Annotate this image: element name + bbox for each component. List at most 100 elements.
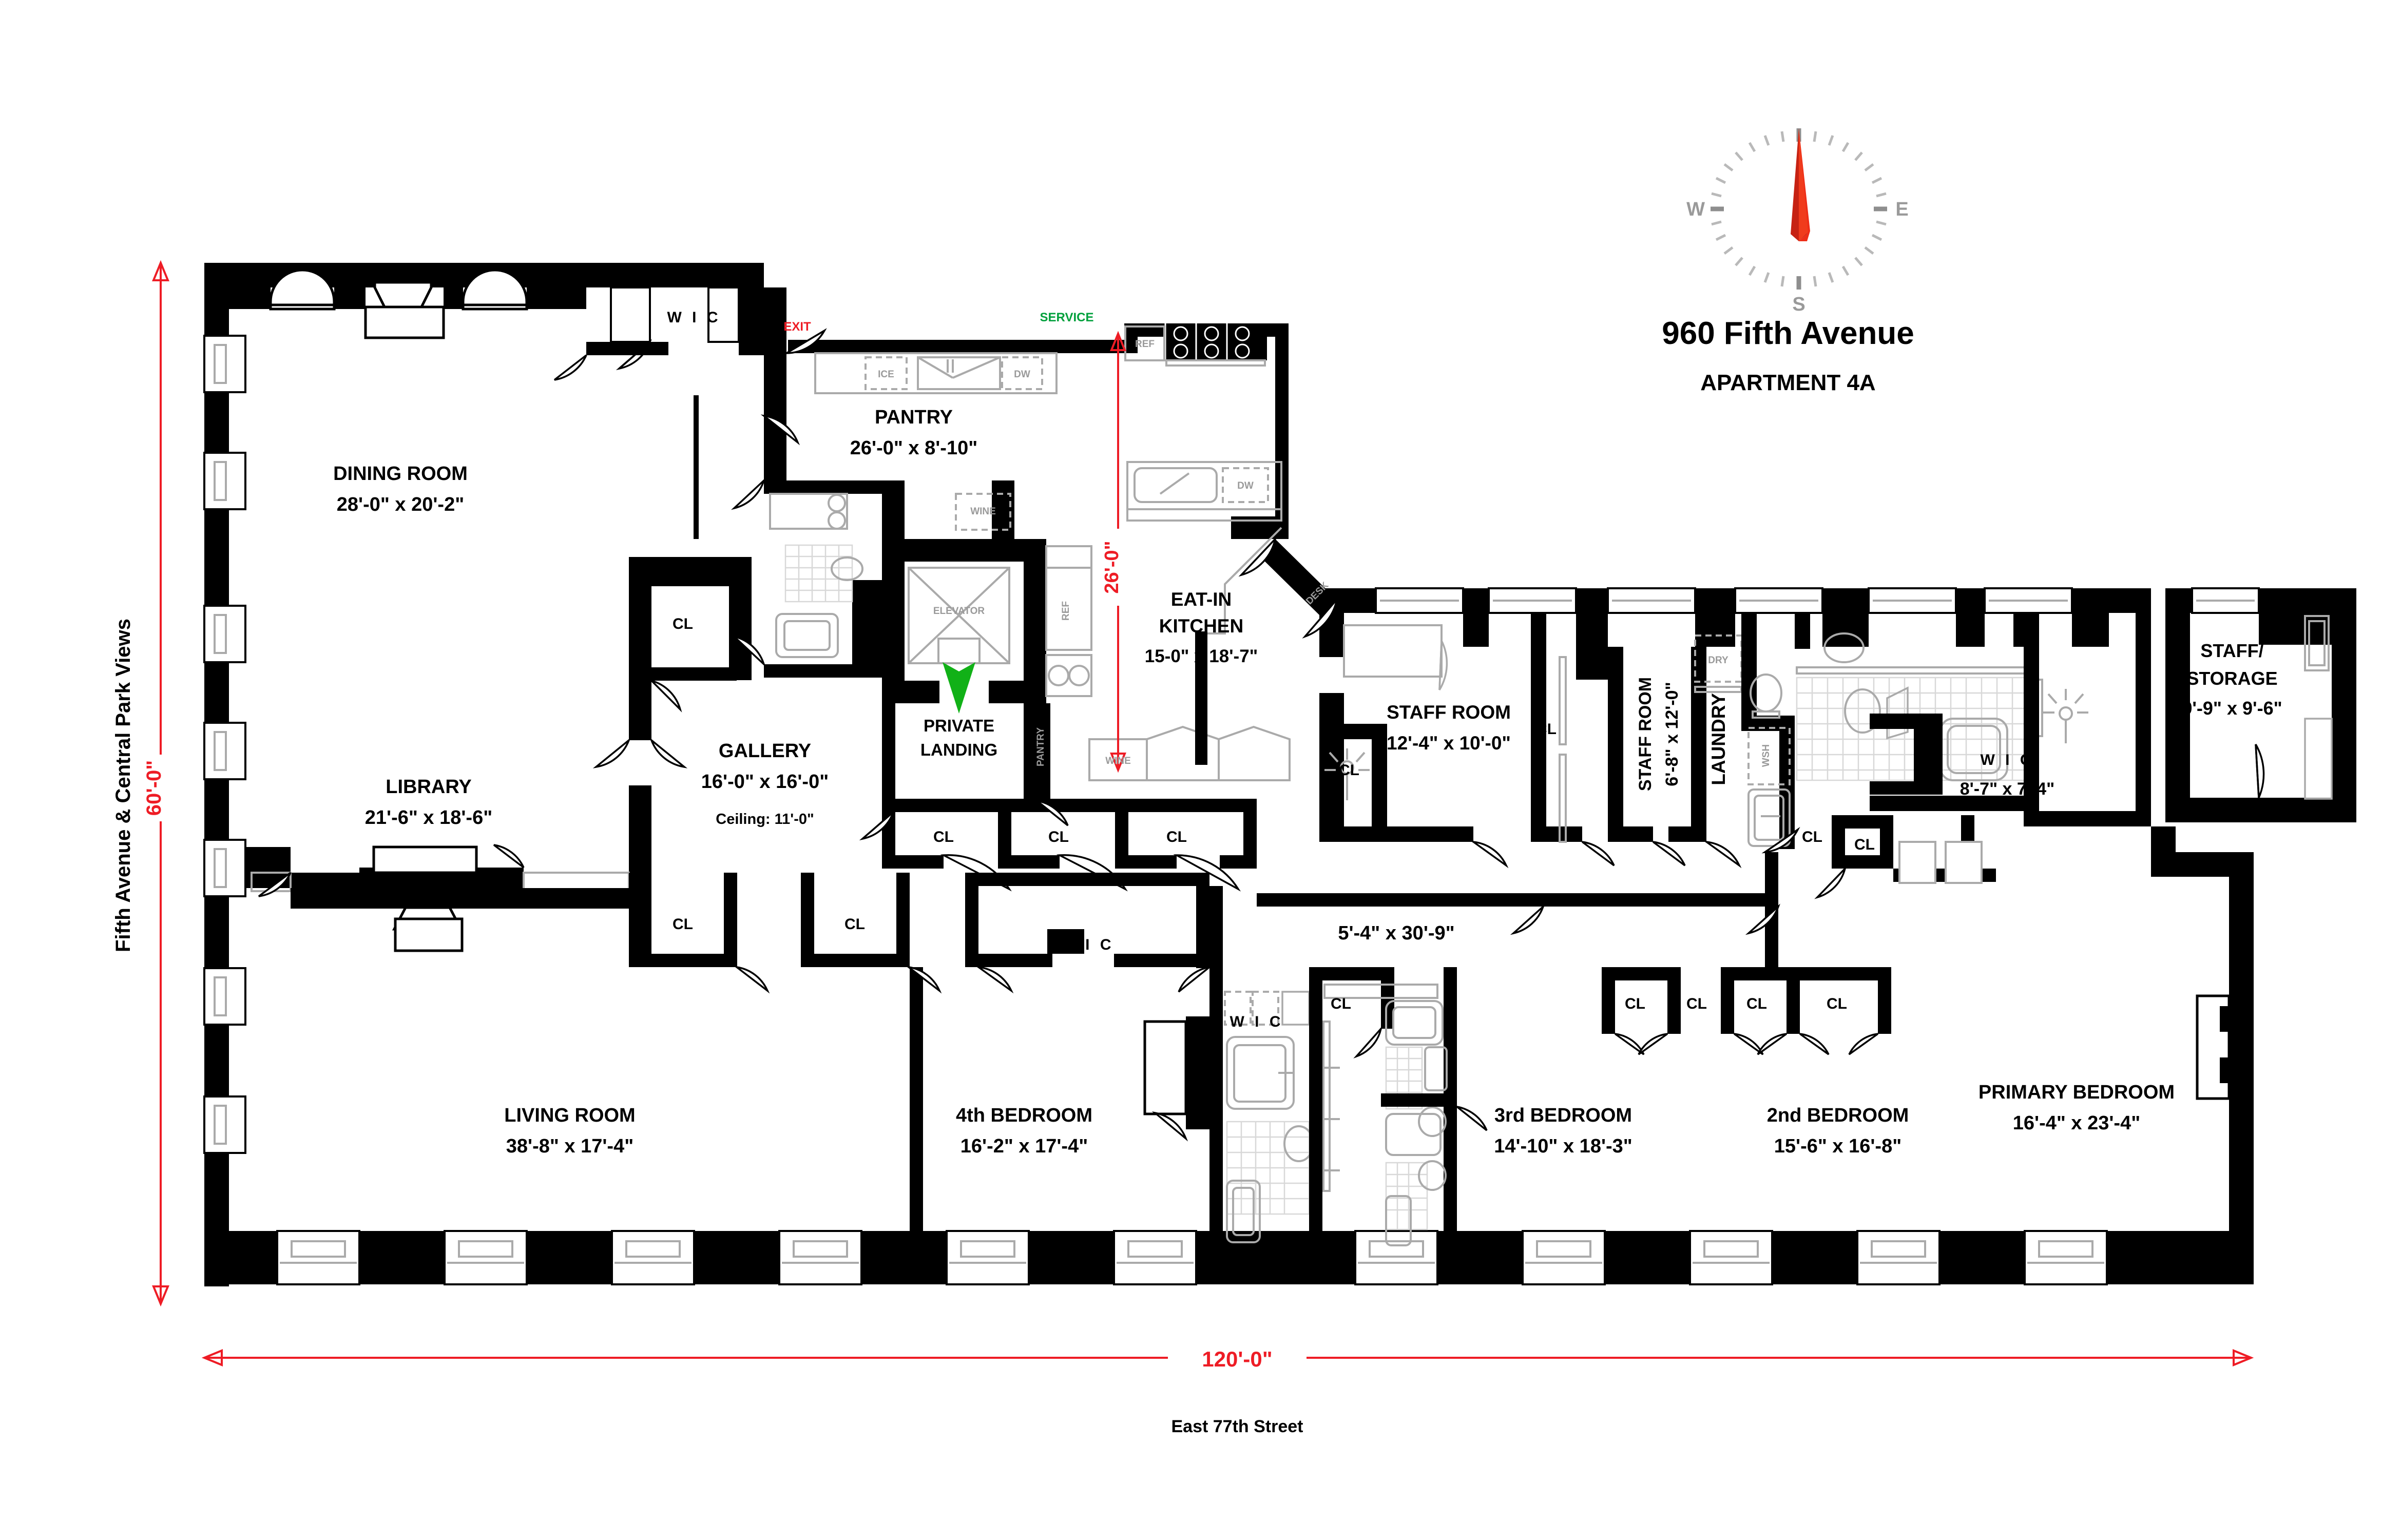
- washer-label: WSH: [1761, 744, 1772, 767]
- closet-label: CL: [673, 615, 693, 632]
- wic-label: W I C: [667, 309, 721, 326]
- room-label-pantry: PANTRY 26'-0" x 8'-10": [850, 407, 977, 459]
- closet-label: CL: [1802, 829, 1822, 845]
- dining-left-windows: [203, 309, 246, 570]
- kitchen-dim-text-bg: [1103, 529, 1134, 606]
- bottom-dim-text-bg: [1168, 1335, 1307, 1378]
- overall-depth-label: 60'-0": [143, 760, 165, 816]
- pantry-service-area: [764, 287, 1337, 781]
- room-label-primary-bedroom: PRIMARY BEDROOM 16'-4" x 23'-4": [1979, 1082, 2175, 1134]
- closet-label: CL: [844, 916, 865, 933]
- kitchen-dim-arrow-top: [1110, 331, 1126, 351]
- room-label-staff-room-2: STAFF ROOM 6'-8" x 12'-0": [1636, 677, 1682, 791]
- interior-walls-west: [229, 395, 752, 965]
- closet-label: CL: [1854, 836, 1875, 853]
- primary-bath-light: [2043, 689, 2088, 743]
- svg-text:16'-4" x 23'-4": 16'-4" x 23'-4": [2013, 1112, 2140, 1134]
- service-tag: SERVICE: [1040, 311, 1094, 324]
- closet-label: CL: [1339, 762, 1359, 779]
- bedroom2-area: [1602, 967, 1891, 1055]
- wic-labels: W I C W I C W I C: [667, 309, 1281, 1030]
- left-dim-text-bg: [145, 755, 176, 821]
- room-label-library: LIBRARY 21'-6" x 18'-6": [365, 776, 492, 829]
- closet-label: CL: [1331, 1234, 1351, 1251]
- svg-text:5'-4" x 30'-9": 5'-4" x 30'-9": [1338, 922, 1454, 944]
- svg-text:3rd BEDROOM: 3rd BEDROOM: [1494, 1105, 1632, 1126]
- staff-wing: [1319, 587, 2151, 884]
- closet-label: CL: [1746, 995, 1767, 1012]
- left-dimension-group: 60'-0" Fifth Avenue & Central Park Views: [112, 260, 176, 1307]
- closet-label: CL: [673, 916, 693, 933]
- closet-label: CL: [1166, 829, 1187, 845]
- bottom-dim-arrow-right: [2233, 1349, 2254, 1366]
- left-dim-arrow-bottom: [152, 1285, 169, 1307]
- svg-text:LANDING: LANDING: [920, 740, 997, 759]
- room-label-primary-wic: W I C 8'-7" x 7'-4": [1960, 752, 2055, 799]
- east-77th-street-label: East 77th Street: [1171, 1417, 1303, 1436]
- svg-text:9'-9" x 9'-6": 9'-9" x 9'-6": [2182, 698, 2282, 719]
- room-label-staff-room-1: STAFF ROOM 12'-4" x 10'-0": [1387, 702, 1511, 754]
- kitchen-range: [1124, 323, 1267, 367]
- primary-bedroom-area: [2151, 826, 2254, 1284]
- compass-south-label: S: [1792, 294, 1805, 315]
- room-labels: DINING ROOM 28'-0" x 20'-2" LIBRARY 21'-…: [333, 407, 2282, 1157]
- room-label-dining-room: DINING ROOM 28'-0" x 20'-2": [333, 463, 468, 515]
- closet-label: CL: [1625, 995, 1645, 1012]
- corridor-south-wall: [1257, 852, 1778, 974]
- south-facade-windows: [229, 1230, 2254, 1285]
- svg-text:8'-7" x 7'-4": 8'-7" x 7'-4": [1960, 779, 2055, 799]
- elevator-label: ELEVATOR: [933, 606, 985, 617]
- compass-rose: W E S: [1686, 128, 1909, 315]
- wine-label: WINE: [970, 506, 996, 517]
- bedroom3-area: [1309, 967, 1457, 1246]
- pantry-closet-label: PANTRY: [1035, 727, 1046, 766]
- building-title: 960 Fifth Avenue: [1662, 316, 1914, 351]
- west-facade-windows: [203, 570, 246, 1286]
- dining-wic: [586, 263, 764, 370]
- gallery-powder-room: [764, 480, 882, 678]
- kitchen-depth-dimension: 26'-0": [1101, 331, 1134, 773]
- ref-label-2: REF: [1061, 601, 1071, 621]
- kitchen-depth-label: 26'-0": [1101, 541, 1123, 593]
- svg-text:21'-6" x 18'-6": 21'-6" x 18'-6": [365, 807, 492, 829]
- svg-text:STORAGE: STORAGE: [2186, 668, 2277, 689]
- left-dim-arrow-top: [152, 260, 169, 281]
- compass-east-label: E: [1895, 199, 1908, 220]
- svg-text:14'-10" x 18'-3": 14'-10" x 18'-3": [1494, 1135, 1632, 1157]
- svg-text:LIBRARY: LIBRARY: [386, 776, 471, 798]
- svg-text:DINING ROOM: DINING ROOM: [333, 463, 468, 485]
- room-label-living-room: LIVING ROOM 38'-8" x 17'-4": [504, 1105, 635, 1157]
- room-label-private-landing: PRIVATE LANDING: [920, 716, 997, 759]
- staff-storage-room: [2165, 587, 2356, 822]
- closet-label: CL: [1686, 995, 1707, 1012]
- kitchen-dim-arrow-bottom: [1110, 753, 1126, 773]
- svg-text:PANTRY: PANTRY: [875, 407, 953, 428]
- room-label-eat-in-kitchen: EAT-IN KITCHEN 15-0" x 18'-7": [1145, 589, 1258, 666]
- svg-text:15-0" x 18'-7": 15-0" x 18'-7": [1145, 646, 1258, 666]
- svg-text:Ceiling: 11'-0": Ceiling: 11'-0": [716, 811, 814, 827]
- dryer-label: DRY: [1708, 655, 1728, 666]
- svg-text:2nd BEDROOM: 2nd BEDROOM: [1767, 1105, 1909, 1126]
- room-label-laundry: LAUNDRY: [1708, 693, 1729, 785]
- compass-needle-right: [1799, 128, 1810, 241]
- svg-text:STAFF ROOM: STAFF ROOM: [1387, 702, 1511, 723]
- closet-label: CL: [1048, 829, 1069, 845]
- svg-text:W I C: W I C: [1981, 752, 2034, 768]
- exit-tag: EXIT: [783, 320, 811, 334]
- kitchen-column: [955, 493, 1092, 801]
- dw-label: DW: [1014, 369, 1030, 380]
- fifth-avenue-view-label: Fifth Avenue & Central Park Views: [112, 619, 135, 952]
- room-label-staff-storage: STAFF/ STORAGE 9'-9" x 9'-6": [2182, 640, 2282, 719]
- svg-text:12'-4" x 10'-0": 12'-4" x 10'-0": [1387, 733, 1511, 754]
- door-swings: [258, 328, 1847, 1142]
- svg-text:PRIVATE: PRIVATE: [924, 716, 994, 735]
- room-label-corridor: 5'-4" x 30'-9": [1338, 922, 1454, 944]
- ref-label: REF: [1135, 339, 1155, 350]
- svg-text:26'-0" x 8'-10": 26'-0" x 8'-10": [850, 437, 977, 459]
- svg-text:STAFF ROOM: STAFF ROOM: [1636, 677, 1655, 791]
- wic-label: W I C: [1061, 936, 1115, 953]
- closet-label: CL: [1331, 995, 1351, 1012]
- dw-label-2: DW: [1237, 480, 1254, 491]
